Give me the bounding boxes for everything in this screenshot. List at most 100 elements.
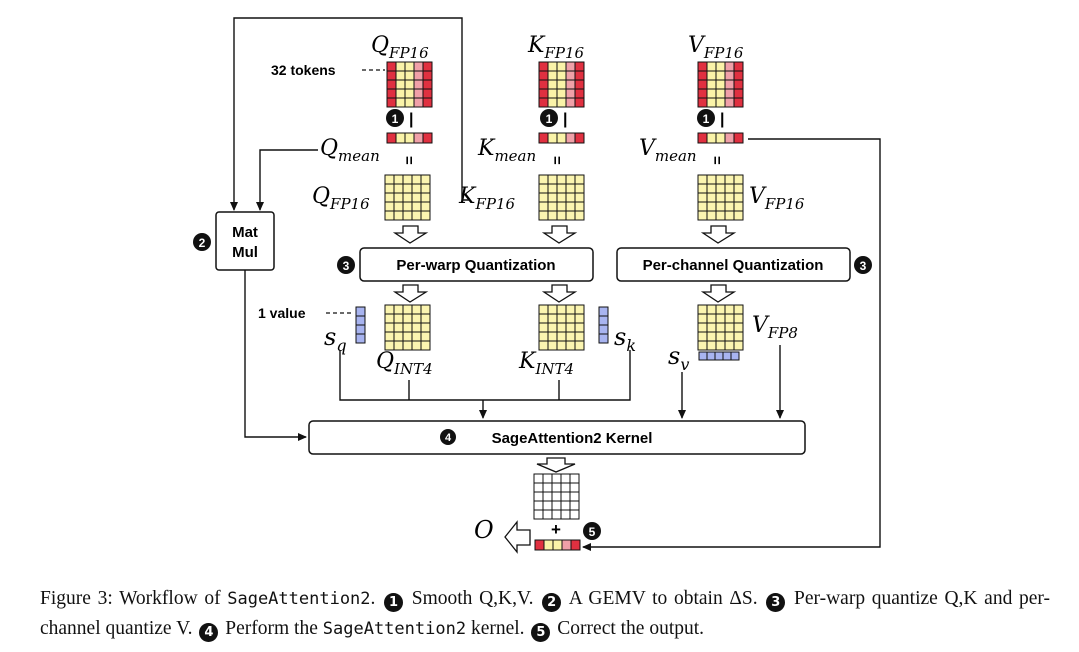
grid-cell bbox=[733, 201, 744, 212]
mean-cell bbox=[715, 132, 726, 144]
grid-cell bbox=[574, 201, 585, 212]
token-cell bbox=[556, 88, 567, 99]
grid-cell bbox=[402, 304, 413, 315]
scale-cell bbox=[706, 351, 716, 361]
grid-cell bbox=[411, 174, 422, 185]
grid-cell bbox=[411, 331, 422, 342]
grid-cell bbox=[411, 183, 422, 194]
grid-cell bbox=[560, 509, 571, 520]
grid-cell bbox=[542, 491, 553, 502]
equals-mark-v: = bbox=[708, 156, 725, 165]
caption-step-1: Smooth Q,K,V. bbox=[411, 588, 534, 609]
grid-cell bbox=[574, 183, 585, 194]
grid-cell bbox=[384, 210, 395, 221]
mean-cell bbox=[395, 132, 406, 144]
token-cell bbox=[556, 79, 567, 90]
caption-step-5-badge: 5 bbox=[531, 623, 551, 642]
grid-cell bbox=[715, 174, 726, 185]
grid-cell bbox=[538, 174, 549, 185]
grid-cell bbox=[402, 210, 413, 221]
token-cell bbox=[395, 88, 406, 99]
scale-cell bbox=[722, 351, 732, 361]
grid-cell bbox=[715, 304, 726, 315]
v-fp8-grid bbox=[697, 304, 744, 351]
k-mean-strip bbox=[538, 132, 585, 144]
grid-cell bbox=[420, 210, 431, 221]
grid-cell bbox=[402, 192, 413, 203]
k-int4-grid bbox=[538, 304, 585, 351]
scale-cell bbox=[598, 324, 609, 335]
grid-cell bbox=[402, 201, 413, 212]
grid-cell bbox=[411, 304, 422, 315]
grid-cell bbox=[538, 331, 549, 342]
grid-cell bbox=[565, 192, 576, 203]
output-label: O bbox=[474, 516, 494, 544]
grid-cell bbox=[420, 201, 431, 212]
mean-cell bbox=[556, 132, 567, 144]
token-cell bbox=[556, 97, 567, 108]
grid-cell bbox=[547, 304, 558, 315]
grid-cell bbox=[402, 183, 413, 194]
token-cell bbox=[386, 79, 397, 90]
grid-cell bbox=[697, 313, 708, 324]
plus-sign: + bbox=[551, 520, 561, 539]
step-1-badge-k: 1 bbox=[540, 109, 558, 127]
grid-cell bbox=[706, 313, 717, 324]
token-cell bbox=[715, 70, 726, 81]
grid-cell bbox=[384, 313, 395, 324]
token-cell bbox=[733, 70, 744, 81]
token-cell bbox=[395, 79, 406, 90]
caption-step-5: Correct the output. bbox=[557, 618, 705, 639]
grid-cell bbox=[547, 340, 558, 351]
token-cell bbox=[413, 70, 424, 81]
grid-cell bbox=[551, 473, 562, 484]
mean-cell bbox=[404, 132, 415, 144]
grid-cell bbox=[384, 183, 395, 194]
k-fp16-top-label: KFP16 bbox=[527, 33, 584, 62]
grid-cell bbox=[560, 500, 571, 511]
grid-cell bbox=[402, 174, 413, 185]
grid-cell bbox=[733, 304, 744, 315]
token-cell bbox=[706, 70, 717, 81]
grid-cell bbox=[733, 174, 744, 185]
grid-cell bbox=[547, 183, 558, 194]
token-cell bbox=[538, 61, 549, 72]
token-cell bbox=[565, 61, 576, 72]
token-cell bbox=[404, 70, 415, 81]
token-cell bbox=[404, 79, 415, 90]
token-cell bbox=[715, 61, 726, 72]
mean-cell bbox=[422, 132, 433, 144]
token-cell bbox=[413, 61, 424, 72]
mean-cell bbox=[538, 132, 549, 144]
grid-cell bbox=[420, 174, 431, 185]
grid-cell bbox=[733, 192, 744, 203]
v-fp16-top-label: VFP16 bbox=[688, 33, 744, 62]
grid-cell bbox=[697, 331, 708, 342]
grid-cell bbox=[565, 201, 576, 212]
grid-cell bbox=[411, 322, 422, 333]
grid-cell bbox=[547, 313, 558, 324]
grid-cell bbox=[411, 340, 422, 351]
grid-cell bbox=[724, 331, 735, 342]
grid-cell bbox=[715, 210, 726, 221]
grid-cell bbox=[565, 322, 576, 333]
token-cell bbox=[574, 70, 585, 81]
svg-text:5: 5 bbox=[589, 525, 596, 539]
grid-cell bbox=[393, 331, 404, 342]
token-cell bbox=[733, 61, 744, 72]
grid-cell bbox=[547, 331, 558, 342]
grid-cell bbox=[706, 201, 717, 212]
s-q-label: sq bbox=[324, 323, 347, 355]
grid-cell bbox=[393, 340, 404, 351]
grid-cell bbox=[556, 192, 567, 203]
token-cell bbox=[556, 70, 567, 81]
token-cell bbox=[547, 88, 558, 99]
grid-cell bbox=[384, 174, 395, 185]
svg-text:3: 3 bbox=[860, 259, 867, 273]
scale-cell bbox=[598, 333, 609, 344]
step-2-badge: 2 bbox=[193, 233, 211, 251]
token-cell bbox=[697, 88, 708, 99]
token-cell bbox=[386, 61, 397, 72]
grid-cell bbox=[556, 183, 567, 194]
grid-cell bbox=[565, 340, 576, 351]
